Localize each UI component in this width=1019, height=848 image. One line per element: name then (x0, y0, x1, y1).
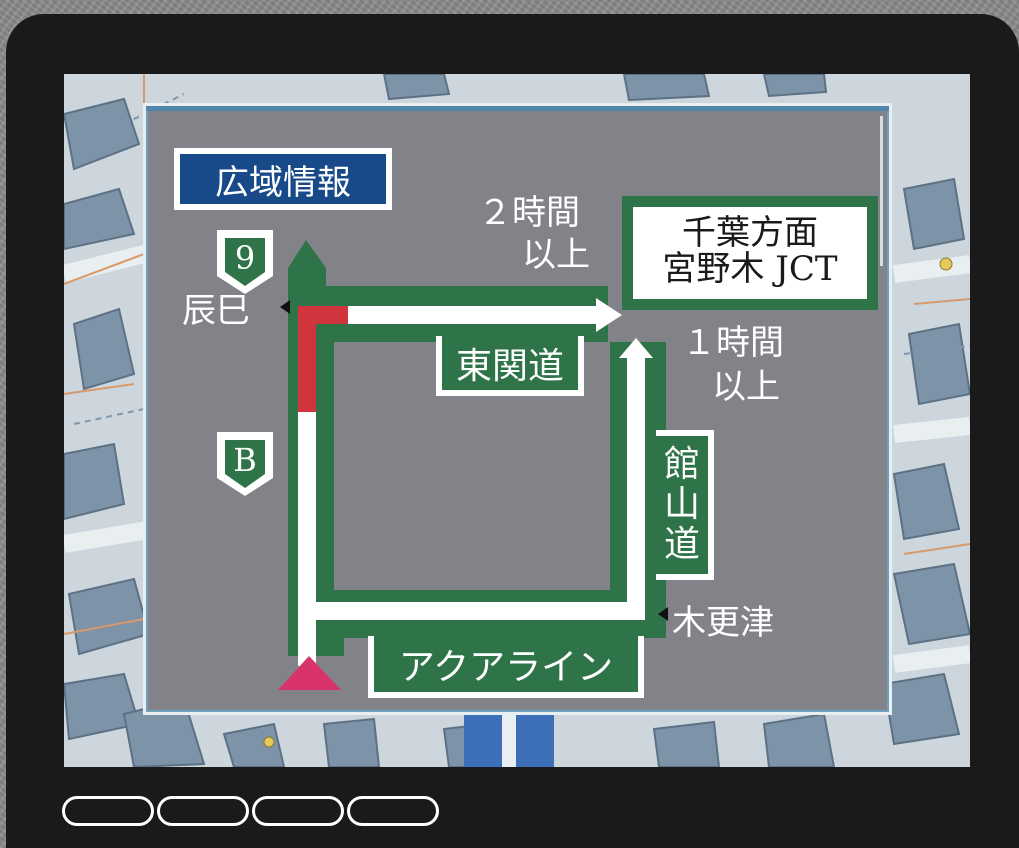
panel-title-strip (146, 106, 889, 111)
route-shield-b: B (213, 428, 277, 500)
page-title: 広域情報 (215, 162, 351, 203)
destination-sign: 千葉方面 宮野木 JCT (622, 196, 878, 310)
shield-icon (217, 432, 273, 496)
road-label-aqualine: アクアライン (368, 636, 644, 698)
junction-kisarazu: 木更津 (672, 603, 774, 643)
destination-line1: 千葉方面 (682, 213, 818, 253)
road-label-higashi-kanto: 東関道 (436, 336, 584, 396)
travel-time-lower-line1: １時間 (682, 323, 784, 363)
road-label-tateyama: 館 山 道 (656, 430, 714, 580)
travel-time-upper-line2: 以上 (522, 235, 590, 275)
shield-icon (217, 230, 273, 294)
hardware-button-4[interactable] (347, 796, 439, 826)
destination-line2: 宮野木 JCT (662, 249, 838, 289)
route-shield-9: 9 (213, 226, 277, 298)
route-number-label: 9 (234, 239, 256, 277)
road-name-char: 山 (663, 484, 700, 525)
hardware-button-3[interactable] (252, 796, 344, 826)
wide-area-info-title: 広域情報 (174, 148, 392, 210)
hardware-button-row (62, 796, 439, 826)
road-name: アクアライン (398, 647, 614, 688)
panel-edge-indicator (872, 116, 883, 266)
road-name-char: 館 (663, 444, 700, 485)
travel-time-upper-line1: ２時間 (478, 193, 580, 233)
route-number-label: B (233, 441, 257, 479)
hardware-button-2[interactable] (157, 796, 249, 826)
road-name-char: 道 (663, 524, 700, 565)
junction-tatsumi: 辰巳 (182, 291, 250, 331)
travel-time-lower-line2: 以上 (712, 367, 780, 407)
hardware-button-1[interactable] (62, 796, 154, 826)
road-name: 東関道 (455, 346, 564, 387)
